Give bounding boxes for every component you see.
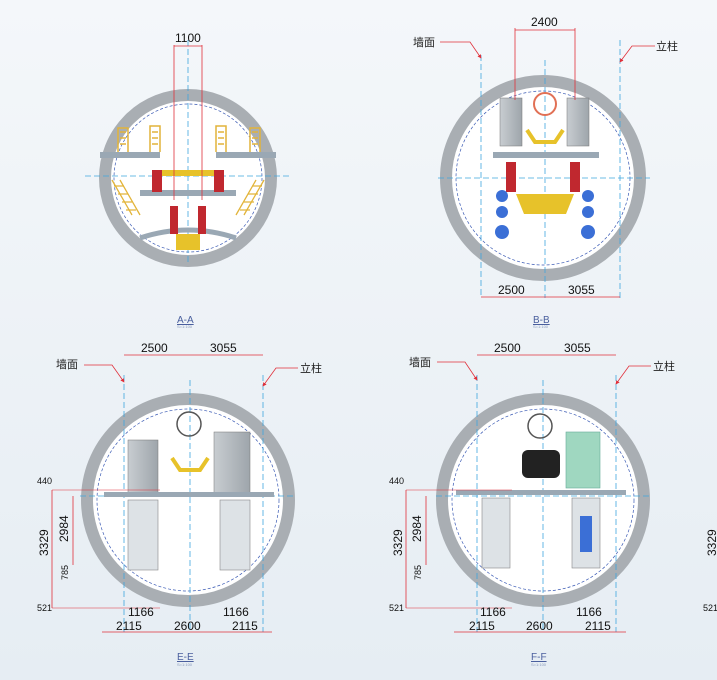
callout-text-column: 立柱: [653, 359, 675, 373]
dim-text-2600: 2600: [526, 619, 553, 633]
center-beam: [140, 190, 236, 196]
valve-group: [506, 162, 580, 192]
ladder-right-top: [215, 125, 261, 152]
dim-text-1100: 1100: [175, 31, 201, 45]
belt-pulley: [527, 413, 553, 439]
dim-text-2115-right: 2115: [232, 619, 258, 633]
dim-text-2500: 2500: [494, 341, 521, 355]
callout-wall: 墙面: [56, 357, 125, 383]
lower-cabinet-left: [481, 497, 511, 569]
scale-b-b: S=1:100: [533, 324, 549, 329]
scale-e-e: S=1:100: [177, 662, 193, 667]
troughing-idler: [525, 128, 565, 144]
dim-top-ee: 2500 3055: [124, 341, 263, 356]
left-platform: [100, 152, 160, 158]
callout-column: 立柱: [619, 39, 678, 63]
belt-roll: [522, 450, 560, 478]
callout-text-column: 立柱: [656, 39, 678, 53]
return-belt: [139, 227, 237, 241]
upper-idler: [162, 170, 214, 176]
dim-text-1166-right: 1166: [576, 605, 602, 619]
platform-deck: [456, 490, 626, 495]
edge-dim-3329: 3329: [705, 529, 717, 556]
dim-text-1166-left: 1166: [128, 605, 154, 619]
caption-e-e: E-E: [177, 652, 194, 663]
dim-text-440: 440: [37, 476, 52, 486]
section-e-e: 2500 3055 440 3329 2984 785 521 1166 116…: [37, 341, 322, 667]
platform-deck: [104, 492, 274, 497]
cabinet-right: [213, 431, 251, 495]
dim-text-2115-right: 2115: [585, 619, 611, 633]
cabinet-green: [565, 431, 601, 489]
cabinet-left: [127, 439, 159, 495]
dim-text-2600: 2600: [174, 619, 201, 633]
dim-text-3329: 3329: [37, 529, 51, 556]
right-platform: [216, 152, 276, 158]
tunnel-ring: [81, 393, 295, 607]
lower-cabinet-right: [219, 499, 251, 571]
return-idler: [516, 194, 574, 214]
platform-frame: [493, 152, 599, 158]
dim-text-521: 521: [37, 603, 52, 613]
stair-right: [235, 179, 265, 216]
callout-text-wall: 墙面: [56, 357, 78, 371]
section-a-a: 1100 A-A S=1:100: [85, 31, 292, 329]
cabinet-left: [499, 97, 523, 147]
dim-text-2400: 2400: [531, 15, 558, 29]
caption-b-b: B-B: [533, 315, 550, 326]
lower-idler: [176, 234, 200, 250]
valve-group: [152, 170, 224, 234]
scale-f-f: S=1:100: [531, 662, 547, 667]
ladder-left-top: [117, 125, 161, 152]
caption-f-f: F-F: [531, 652, 547, 663]
callout-column: 立柱: [615, 359, 675, 385]
dim-text-785: 785: [60, 565, 70, 580]
callout-wall: 墙面: [409, 355, 478, 381]
caption-a-a: A-A: [177, 315, 194, 326]
dim-text-3055: 3055: [210, 341, 237, 355]
stair-left: [111, 179, 141, 216]
cabinet-right: [566, 97, 590, 147]
scale-a-a: S=1:100: [177, 324, 193, 329]
section-b-b: 2400 2500 3055 墙面 立柱 B-B S=1:100: [413, 15, 678, 329]
edge-panel-partial: 3329 521: [703, 529, 717, 613]
dim-bottom-ee: 1166 1166 2115 2600 2115: [102, 605, 272, 633]
motor-unit: [580, 516, 592, 552]
callout-text-column: 立柱: [300, 361, 322, 375]
dim-left-ee: 440 3329 2984 785 521: [37, 476, 160, 613]
dim-top-ff: 2500 3055: [477, 341, 616, 356]
callout-wall: 墙面: [413, 35, 482, 59]
dim-text-3055: 3055: [564, 341, 591, 355]
dim-text-440: 440: [389, 476, 404, 486]
motor-group: [495, 190, 595, 239]
dim-text-2115-left: 2115: [469, 619, 495, 633]
lower-cabinet-left: [127, 499, 159, 571]
dim-text-2500: 2500: [141, 341, 168, 355]
dim-text-2984: 2984: [57, 515, 71, 542]
callout-text-wall: 墙面: [409, 355, 431, 369]
belt-pulley: [533, 92, 557, 116]
dim-bottom-bb: 2500 3055: [481, 283, 620, 298]
dim-text-2115-left: 2115: [116, 619, 142, 633]
dim-text-2500: 2500: [498, 283, 525, 297]
dim-1100: 1100: [173, 31, 203, 200]
belt-pulley: [176, 411, 202, 437]
dim-text-521: 521: [389, 603, 404, 613]
dim-text-1166-right: 1166: [223, 605, 249, 619]
dim-text-2984: 2984: [410, 515, 424, 542]
dim-text-3329: 3329: [391, 529, 405, 556]
edge-dim-521: 521: [703, 603, 717, 613]
troughing-idler: [170, 456, 210, 472]
dim-bottom-ff: 1166 1166 2115 2600 2115: [454, 605, 626, 633]
dim-2400: 2400: [514, 15, 576, 100]
dim-text-785: 785: [413, 565, 423, 580]
dim-text-1166-left: 1166: [480, 605, 506, 619]
callout-column: 立柱: [262, 361, 322, 387]
dim-left-ff: 440 3329 2984 785 521: [389, 476, 512, 613]
callout-text-wall: 墙面: [413, 35, 435, 49]
section-f-f: 2500 3055 440 3329 2984 785 521 1166 116…: [389, 341, 675, 667]
dim-text-3055: 3055: [568, 283, 595, 297]
tunnel-inner-dashed: [96, 408, 280, 592]
